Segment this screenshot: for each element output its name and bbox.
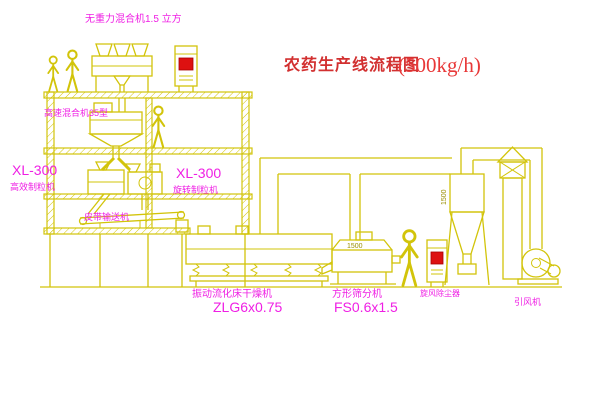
dimension-sifter: 1500 xyxy=(347,243,363,250)
label-granulator-left-model: XL-300 xyxy=(12,162,57,178)
person-figure xyxy=(65,49,80,92)
discharge-chute xyxy=(87,193,105,215)
hopper xyxy=(124,163,142,173)
belt-conveyor xyxy=(78,210,186,228)
drawing-title: 农药生产线流程图 xyxy=(283,55,420,74)
label-dryer-name: 振动流化床干燥机 xyxy=(192,287,272,300)
vibration-spring xyxy=(313,263,322,277)
cabinet-body xyxy=(174,45,198,87)
feed-hopper xyxy=(95,43,113,57)
fan-housing xyxy=(521,248,551,278)
label-granulator-left-name: 高效制粒机 xyxy=(10,181,55,192)
high-speed-mixer xyxy=(87,102,145,160)
vibration-spring xyxy=(283,263,292,277)
cyclone-cylinder xyxy=(449,173,485,213)
vibration-spring xyxy=(191,263,200,277)
control-cabinet-bottom xyxy=(426,239,448,287)
granulator-body xyxy=(127,171,163,195)
label-high-speed-mixer: 高速混合机35型 xyxy=(44,107,108,118)
tail-pulley xyxy=(78,216,88,226)
square-sifter xyxy=(321,231,401,285)
granulator-motor xyxy=(149,163,161,173)
sifter-spout xyxy=(321,260,333,275)
dryer-port xyxy=(197,225,211,235)
discharge-cone xyxy=(112,75,132,86)
control-screen xyxy=(430,251,444,265)
building-structure xyxy=(43,91,253,287)
dryer-base xyxy=(189,275,329,282)
fan-hub xyxy=(531,258,541,268)
sifter-body xyxy=(331,249,393,273)
vibration-spring xyxy=(249,263,258,277)
exhaust-stack xyxy=(496,146,529,280)
person-figure xyxy=(400,229,419,287)
sifter-motor xyxy=(355,231,373,241)
column-right xyxy=(241,91,250,235)
person-figure xyxy=(47,55,60,92)
label-dryer-model: ZLG6x0.75 xyxy=(213,299,282,315)
exhaust-ducting xyxy=(259,157,452,240)
stack-body xyxy=(502,177,523,280)
person-figure xyxy=(151,105,166,148)
floor-slab-1 xyxy=(43,91,253,99)
fan-motor xyxy=(547,264,561,278)
rotary-valve xyxy=(457,263,477,275)
cyclone-leg xyxy=(481,211,490,286)
cyclone-leg xyxy=(444,211,453,286)
label-granulator-right-model: XL-300 xyxy=(176,165,221,181)
chute-left xyxy=(100,156,116,172)
platform-slab xyxy=(43,227,191,235)
feed-hopper xyxy=(113,43,131,57)
dryer-port xyxy=(235,225,249,235)
drawing-capacity: (500kg/h) xyxy=(398,53,481,77)
control-cabinet-top xyxy=(174,45,198,92)
dryer-feed-inlet xyxy=(175,219,189,233)
label-sifter-name: 方形筛分机 xyxy=(332,287,382,300)
label-cyclone: 旋风除尘器 xyxy=(420,288,460,298)
label-gravity-free-mixer: 无重力混合机1.5 立方 xyxy=(85,12,182,25)
granulator-left xyxy=(87,161,125,195)
feed-hopper xyxy=(131,43,149,57)
label-belt-conveyor: 皮带输送机 xyxy=(84,211,129,222)
granulator-right xyxy=(124,163,163,195)
cyclone-cone xyxy=(449,211,485,255)
sifter-outlet xyxy=(391,255,401,264)
label-granulator-right-name: 旋转制粒机 xyxy=(173,184,218,195)
fan-duct xyxy=(461,147,543,249)
induced-draft-fan xyxy=(517,248,561,285)
fluid-bed-dryer xyxy=(185,225,333,287)
gravity-free-mixer xyxy=(91,43,153,92)
control-screen xyxy=(178,57,194,71)
dimension-cyclone: 1500 xyxy=(441,189,448,205)
cyclone-separator xyxy=(444,148,490,286)
label-fan: 引风机 xyxy=(514,296,541,307)
discharge-cone xyxy=(87,133,145,147)
column-middle xyxy=(145,97,153,229)
fan-base xyxy=(517,278,559,285)
label-sifter-model: FS0.6x1.5 xyxy=(334,299,398,315)
vibration-spring xyxy=(221,263,230,277)
discharge-chute xyxy=(93,193,111,215)
head-pulley xyxy=(176,210,186,220)
